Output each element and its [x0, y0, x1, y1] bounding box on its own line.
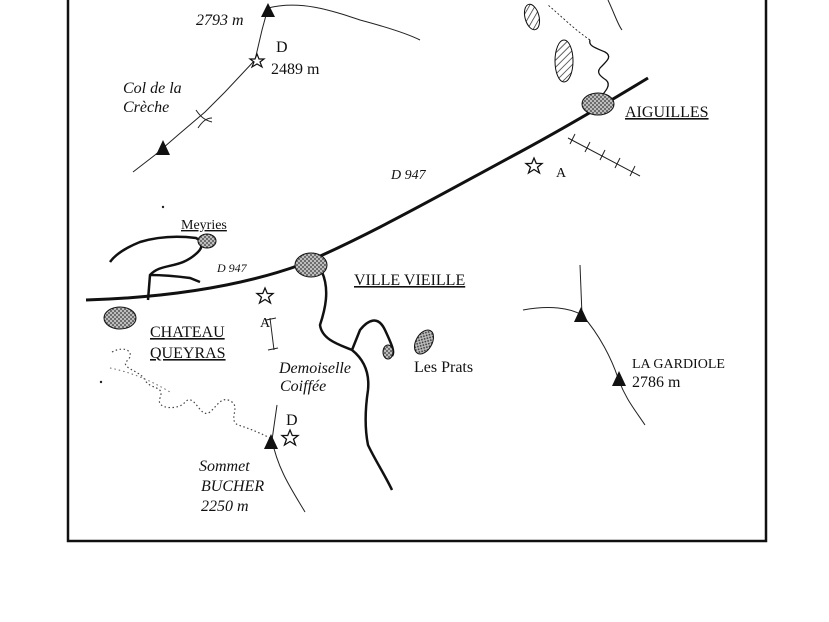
trail-dotted	[111, 348, 271, 439]
depart-top-marker: D	[276, 39, 288, 56]
bucher-label-line2: BUCHER	[201, 478, 264, 495]
star-depart-bottom-icon	[280, 428, 300, 447]
star-arrivee-right-icon	[524, 156, 544, 175]
hatched-area-1	[523, 3, 541, 31]
map-frame	[66, 0, 768, 543]
ville-vieille-village-shape	[294, 252, 328, 278]
demoiselle-label-line1: Demoiselle	[278, 360, 351, 377]
peak-triangle-col	[156, 140, 170, 155]
bucher-label-line3: 2250 m	[201, 498, 249, 515]
ville-vieille-label: VILLE VIEILLE	[354, 272, 465, 289]
depart-bottom-marker: D	[286, 412, 298, 429]
hatched-area-2	[554, 39, 574, 83]
meyries-village-shape	[197, 233, 217, 249]
aiguilles-label: AIGUILLES	[625, 104, 709, 121]
chateau-queyras-village-shape	[103, 306, 137, 330]
bridge-icon	[265, 317, 279, 351]
les-prats-village-shape	[414, 329, 434, 355]
bucher-label-line1: Sommet	[199, 458, 250, 475]
road-aiguilles-north	[589, 39, 610, 101]
road-les-prats	[318, 271, 394, 491]
trail-dotted-2	[109, 367, 171, 393]
peak-triangle-gardiole	[612, 371, 626, 386]
chateau-label-line1: CHATEAU	[150, 324, 225, 341]
peak-triangle-top	[261, 3, 275, 17]
col-pass-icon	[195, 109, 213, 129]
spot-mark-2	[161, 205, 165, 209]
ridge-gardiole-north	[579, 264, 583, 316]
spot-mark	[99, 380, 103, 384]
col-label-line2: Crèche	[123, 99, 169, 116]
demoiselle-label-line2: Coiffée	[280, 378, 326, 395]
ridge-top	[267, 4, 421, 41]
ticked-line-icon	[567, 133, 641, 177]
arrivee-right-marker: A	[556, 166, 567, 181]
aiguilles-village-shape	[581, 92, 615, 116]
road-d947-lower-label: D 947	[216, 261, 248, 275]
star-depart-top-icon	[248, 52, 266, 69]
gardiole-altitude: 2786 m	[632, 374, 681, 391]
star-arrivee-left-icon	[255, 286, 275, 305]
road-meyries-switch	[149, 273, 201, 284]
road-meyries	[108, 235, 203, 301]
ridge-right-top	[607, 0, 623, 31]
ridge-gardiole	[522, 307, 646, 426]
track-aiguilles-north	[547, 4, 591, 41]
road-d947-upper-label: D 947	[390, 168, 427, 183]
arrivee-left-marker: A	[260, 316, 271, 331]
chateau-label-line2: QUEYRAS	[150, 345, 226, 362]
peak-triangle-bucher	[264, 434, 278, 449]
les-prats-label: Les Prats	[414, 359, 473, 376]
road-d947	[85, 76, 649, 302]
peak-triangle-gardiole-north	[574, 307, 588, 322]
gardiole-name: LA GARDIOLE	[632, 357, 725, 372]
cheche-altitude: 2489 m	[271, 61, 320, 78]
col-label-line1: Col de la	[123, 80, 182, 97]
meyries-label: Meyries	[181, 218, 227, 233]
peak-top-altitude: 2793 m	[196, 12, 244, 29]
les-prats-village-shape-2	[382, 344, 394, 360]
